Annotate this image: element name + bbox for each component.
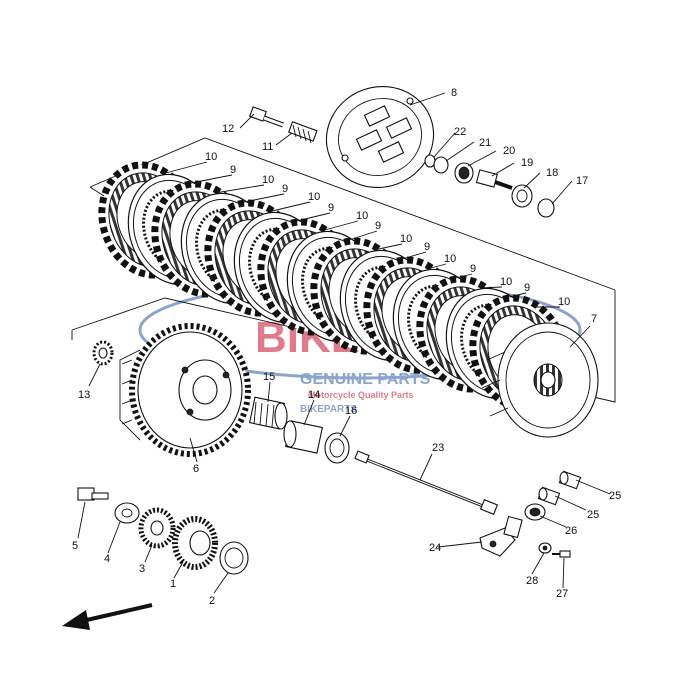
gear-3: [138, 507, 176, 549]
plate-label: 10: [356, 210, 368, 222]
plate-label: 9: [230, 164, 236, 176]
label-part-21: 21: [479, 137, 491, 149]
leader-lines: [77, 92, 611, 594]
label-part-1: 1: [170, 578, 176, 590]
clutch-housing: [119, 323, 251, 457]
plate-label: 10: [205, 151, 217, 163]
gear-1: [172, 516, 218, 570]
bolt-12: [249, 106, 284, 128]
label-part-15: 15: [263, 371, 275, 383]
label-part-26: 26: [565, 525, 577, 537]
bushing-25a: [537, 486, 561, 506]
label-part-12: 12: [222, 123, 234, 135]
push-lever-24: [479, 515, 523, 557]
needle-bearing-15: [248, 396, 288, 430]
plate-label: 9: [424, 241, 430, 253]
watermark-line3: BIKEPARTS: [300, 404, 357, 415]
thrust-washer-13: [92, 340, 114, 366]
pressure-plate: [325, 85, 435, 189]
label-part-2: 2: [209, 595, 215, 607]
label-part-27: 27: [556, 588, 568, 600]
collar-14: [283, 420, 324, 454]
label-part-20: 20: [503, 145, 515, 157]
plate-leader-line: [400, 251, 427, 260]
label-part-3: 3: [139, 563, 145, 575]
plate-leader-line: [506, 292, 527, 298]
label-part-4: 4: [104, 553, 110, 565]
plate-label: 9: [282, 183, 288, 195]
plate-leader-line: [347, 230, 378, 241]
label-part-19: 19: [521, 157, 533, 169]
label-part-16: 16: [345, 405, 357, 417]
plate-leader-line: [241, 193, 285, 203]
plate-leader-line: [479, 286, 503, 289]
label-part-24: 24: [429, 542, 441, 554]
plate-label: 9: [328, 202, 334, 214]
part-labels: 8 12 11 22 21 20 19 18 17 7 13 6 15 14 1…: [72, 87, 621, 607]
bolt-5: [77, 487, 109, 501]
plate-label: 10: [500, 276, 512, 288]
label-part-28: 28: [526, 575, 538, 587]
bearing-2: [219, 541, 249, 575]
washer-16: [324, 432, 350, 464]
plate-leader-line: [214, 184, 265, 194]
spring-11: [288, 121, 318, 144]
plate-label: 10: [400, 233, 412, 245]
plate-leader-line: [453, 273, 473, 279]
plate-leader-line: [161, 161, 208, 175]
plate-leader-line: [294, 212, 331, 222]
watermark: BIKE GENUINE PARTS Motorcycle Quality Pa…: [138, 280, 582, 415]
label-part-22: 22: [454, 126, 466, 138]
label-part-8: 8: [451, 87, 457, 99]
label-part-13: 13: [78, 389, 90, 401]
clutch-plate-stack: [98, 161, 569, 412]
plate-leader-line: [188, 174, 233, 184]
plate-leader-line: [426, 263, 447, 270]
label-part-23: 23: [432, 442, 444, 454]
washer-4: [114, 502, 140, 524]
push-rod-23: [354, 450, 499, 515]
watermark-line1: GENUINE PARTS: [300, 371, 431, 388]
plate-leader-line: [373, 243, 403, 251]
plate-label: 9: [524, 282, 530, 294]
clutch-boss: [481, 322, 599, 438]
plate-labels: 10 9 10 9 10 9 10 9 10 9 10 9 10 9 10: [161, 151, 570, 308]
watermark-line2: Motorcycle Quality Parts: [308, 390, 414, 400]
plate-label: 10: [308, 191, 320, 203]
plate-leader-line: [320, 220, 359, 232]
label-part-25a: 25: [609, 490, 621, 502]
label-part-18: 18: [546, 167, 558, 179]
plate-label: 9: [375, 220, 381, 232]
screw-27: [552, 550, 571, 558]
label-part-25b: 25: [587, 509, 599, 521]
plate-label: 10: [444, 253, 456, 265]
plate-label: 10: [558, 296, 570, 308]
label-part-11: 11: [262, 141, 273, 153]
plate-leader-line: [267, 201, 311, 213]
bushing-25b: [558, 470, 582, 490]
plate-label: 10: [262, 174, 274, 186]
label-part-17: 17: [576, 175, 588, 187]
direction-arrow-icon: [62, 603, 153, 630]
oil-seal-26: [524, 503, 546, 521]
label-part-7: 7: [591, 313, 597, 325]
plate-label: 9: [470, 263, 476, 275]
label-part-5: 5: [72, 540, 78, 552]
label-part-6: 6: [193, 463, 199, 475]
label-part-14: 14: [308, 389, 320, 401]
small-parts-22-17: [424, 154, 555, 218]
washer-28: [538, 542, 552, 554]
